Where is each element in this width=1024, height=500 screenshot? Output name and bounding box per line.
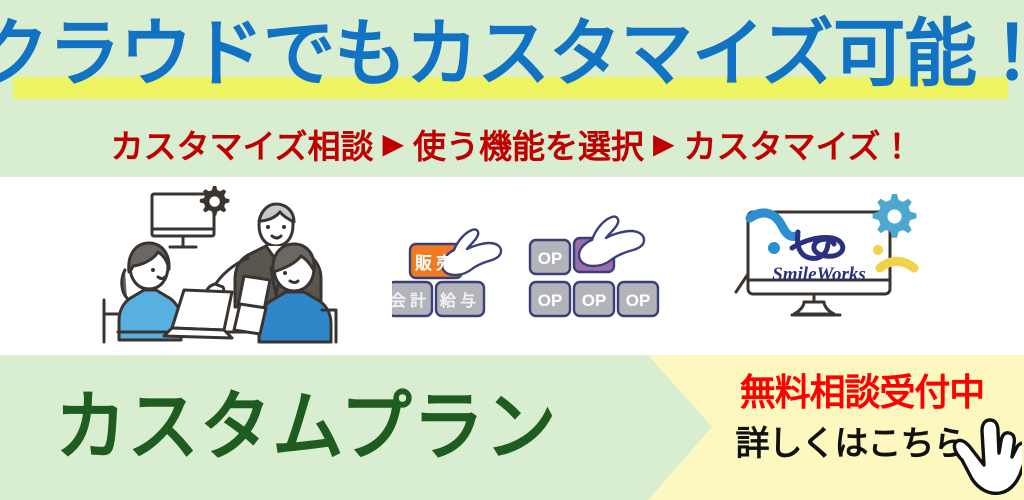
step-3-label: カスタマイズ！ xyxy=(683,127,914,165)
tile-label-kyuyo: 給与 xyxy=(439,291,480,310)
tile-label-hanbai: 販売 xyxy=(415,253,457,273)
function-tiles-illustration: 販売 会計 給与 OP OP OP OP OP xyxy=(392,215,660,318)
cta-block[interactable]: 無料相談受付中 詳しくはこちら xyxy=(716,366,1022,496)
steps-row: カスタマイズ相談 ▶ 使う機能を選択 ▶ カスタマイズ！ xyxy=(0,122,1024,170)
step-arrow-icon-1: ▶ xyxy=(382,128,404,159)
consultation-meeting-illustration xyxy=(102,186,338,344)
headline: クラウドでもカスタマイズ可能！ xyxy=(0,12,1024,95)
step-2-label: 使う機能を選択 xyxy=(413,127,644,165)
smileworks-monitor-illustration: SmileWorks xyxy=(734,194,919,317)
plan-title: カスタムプラン xyxy=(55,385,558,470)
step-1-label: カスタマイズ相談 xyxy=(110,127,374,165)
headline-highlight-bar xyxy=(13,77,1008,99)
tile-label-kaikei: 会計 xyxy=(392,291,430,310)
pointing-hand-icon xyxy=(952,418,1022,496)
tile-label-op-1: OP xyxy=(538,249,563,268)
tile-label-op-5: OP xyxy=(626,291,651,310)
tile-label-op-4: OP xyxy=(582,291,607,310)
tile-label-op-2: OP xyxy=(582,247,607,266)
cta-subtext: 詳しくはこちら xyxy=(735,425,968,463)
tile-label-op-3: OP xyxy=(538,291,563,310)
step-arrow-icon-2: ▶ xyxy=(653,128,675,159)
bottom-green-arrow-panel xyxy=(0,355,712,500)
smileworks-logo-text: SmileWorks xyxy=(772,264,866,285)
cta-headline: 無料相談受付中 xyxy=(739,371,985,413)
